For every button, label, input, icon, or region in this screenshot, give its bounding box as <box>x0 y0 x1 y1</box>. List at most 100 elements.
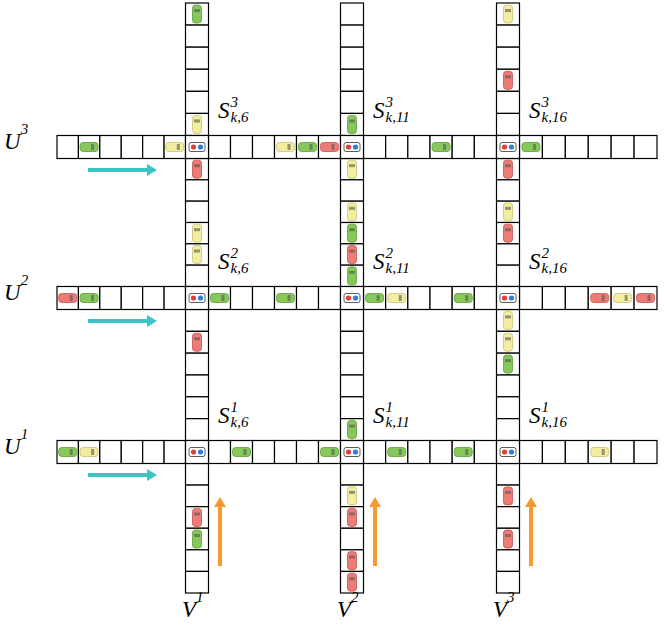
road-cell <box>341 69 364 91</box>
car <box>321 448 339 457</box>
arrow-head <box>369 497 381 507</box>
road-cell <box>121 287 142 310</box>
road-cell <box>341 159 364 180</box>
symbol: S <box>529 99 541 122</box>
car-body <box>348 224 357 242</box>
symbol: V <box>493 598 507 621</box>
road-cell <box>588 287 611 310</box>
flow-arrow <box>214 497 226 566</box>
car-body <box>193 246 202 264</box>
car-body <box>504 160 513 178</box>
car-body <box>193 5 202 23</box>
car-body <box>211 294 229 303</box>
car-window <box>505 228 511 231</box>
car-window <box>399 449 402 455</box>
road-label: S1k,11 <box>373 400 410 430</box>
road-cell <box>209 441 231 464</box>
road-cell <box>497 550 520 572</box>
car-window <box>505 207 511 210</box>
superscript: 1 <box>196 590 204 605</box>
car-body <box>504 71 513 89</box>
car <box>504 333 513 351</box>
car-window <box>505 75 511 78</box>
blue-light <box>509 144 514 149</box>
road-cell <box>497 353 520 375</box>
car-body <box>299 143 317 152</box>
road-cell <box>341 201 364 222</box>
intersection <box>186 287 209 310</box>
road-cell <box>565 136 588 159</box>
road-cell <box>497 310 520 332</box>
road-cell <box>186 331 209 353</box>
road-label: U3 <box>4 130 28 153</box>
intersection <box>186 441 209 464</box>
road-cell <box>408 136 430 159</box>
car <box>504 224 513 242</box>
car <box>277 143 295 152</box>
car-body <box>348 246 357 264</box>
car-window <box>91 144 94 150</box>
road-cell <box>341 47 364 69</box>
signal-box <box>344 448 360 457</box>
road-cell <box>143 441 164 464</box>
road-cell <box>497 201 520 222</box>
car-window <box>602 449 605 455</box>
road-cell <box>386 136 408 159</box>
car <box>59 448 77 457</box>
symbol: S <box>373 99 385 122</box>
car-window <box>505 9 511 12</box>
symbol: U <box>4 435 21 458</box>
road-cell <box>497 223 520 244</box>
car-body <box>504 203 513 221</box>
car-window <box>288 144 291 150</box>
road-cell <box>341 244 364 265</box>
car <box>637 294 655 303</box>
road-cell <box>186 223 209 244</box>
car-body <box>80 294 98 303</box>
road-label: S1k,16 <box>529 400 567 430</box>
signal-box <box>189 294 205 303</box>
car-body <box>348 160 357 178</box>
symbol: U <box>4 130 21 153</box>
car-body <box>193 530 202 548</box>
road-cell <box>341 113 364 135</box>
road-cell <box>565 441 588 464</box>
car-window <box>602 295 605 301</box>
car-body <box>348 115 357 133</box>
superscript: 1 <box>21 427 29 442</box>
superscript: 1 <box>231 400 249 415</box>
car-window <box>465 295 468 301</box>
intersection <box>186 136 209 159</box>
road-cell <box>364 287 386 310</box>
road-cell <box>341 375 364 397</box>
road-cell <box>452 287 474 310</box>
road-cell <box>497 113 520 135</box>
car-body <box>504 5 513 23</box>
road-cell <box>341 3 364 25</box>
road-cell <box>231 441 253 464</box>
road-cell <box>341 265 364 286</box>
car <box>388 294 406 303</box>
indices: 2k,6 <box>231 246 249 276</box>
car-body <box>80 448 98 457</box>
symbol: V <box>337 598 351 621</box>
car-body <box>277 294 295 303</box>
road-cell <box>341 397 364 419</box>
car-window <box>349 228 355 231</box>
road-cell <box>78 136 99 159</box>
car <box>193 530 202 548</box>
car-window <box>310 144 313 150</box>
car-body <box>233 448 251 457</box>
car <box>522 143 540 152</box>
flow-arrow <box>88 469 157 481</box>
car-window <box>177 144 180 150</box>
car <box>388 448 406 457</box>
car <box>348 487 357 505</box>
car-window <box>625 295 628 301</box>
road-cell <box>253 136 275 159</box>
arrow-shaft <box>218 507 222 566</box>
car <box>299 143 317 152</box>
car-body <box>454 448 472 457</box>
car-body <box>504 530 513 548</box>
car-body <box>504 224 513 242</box>
